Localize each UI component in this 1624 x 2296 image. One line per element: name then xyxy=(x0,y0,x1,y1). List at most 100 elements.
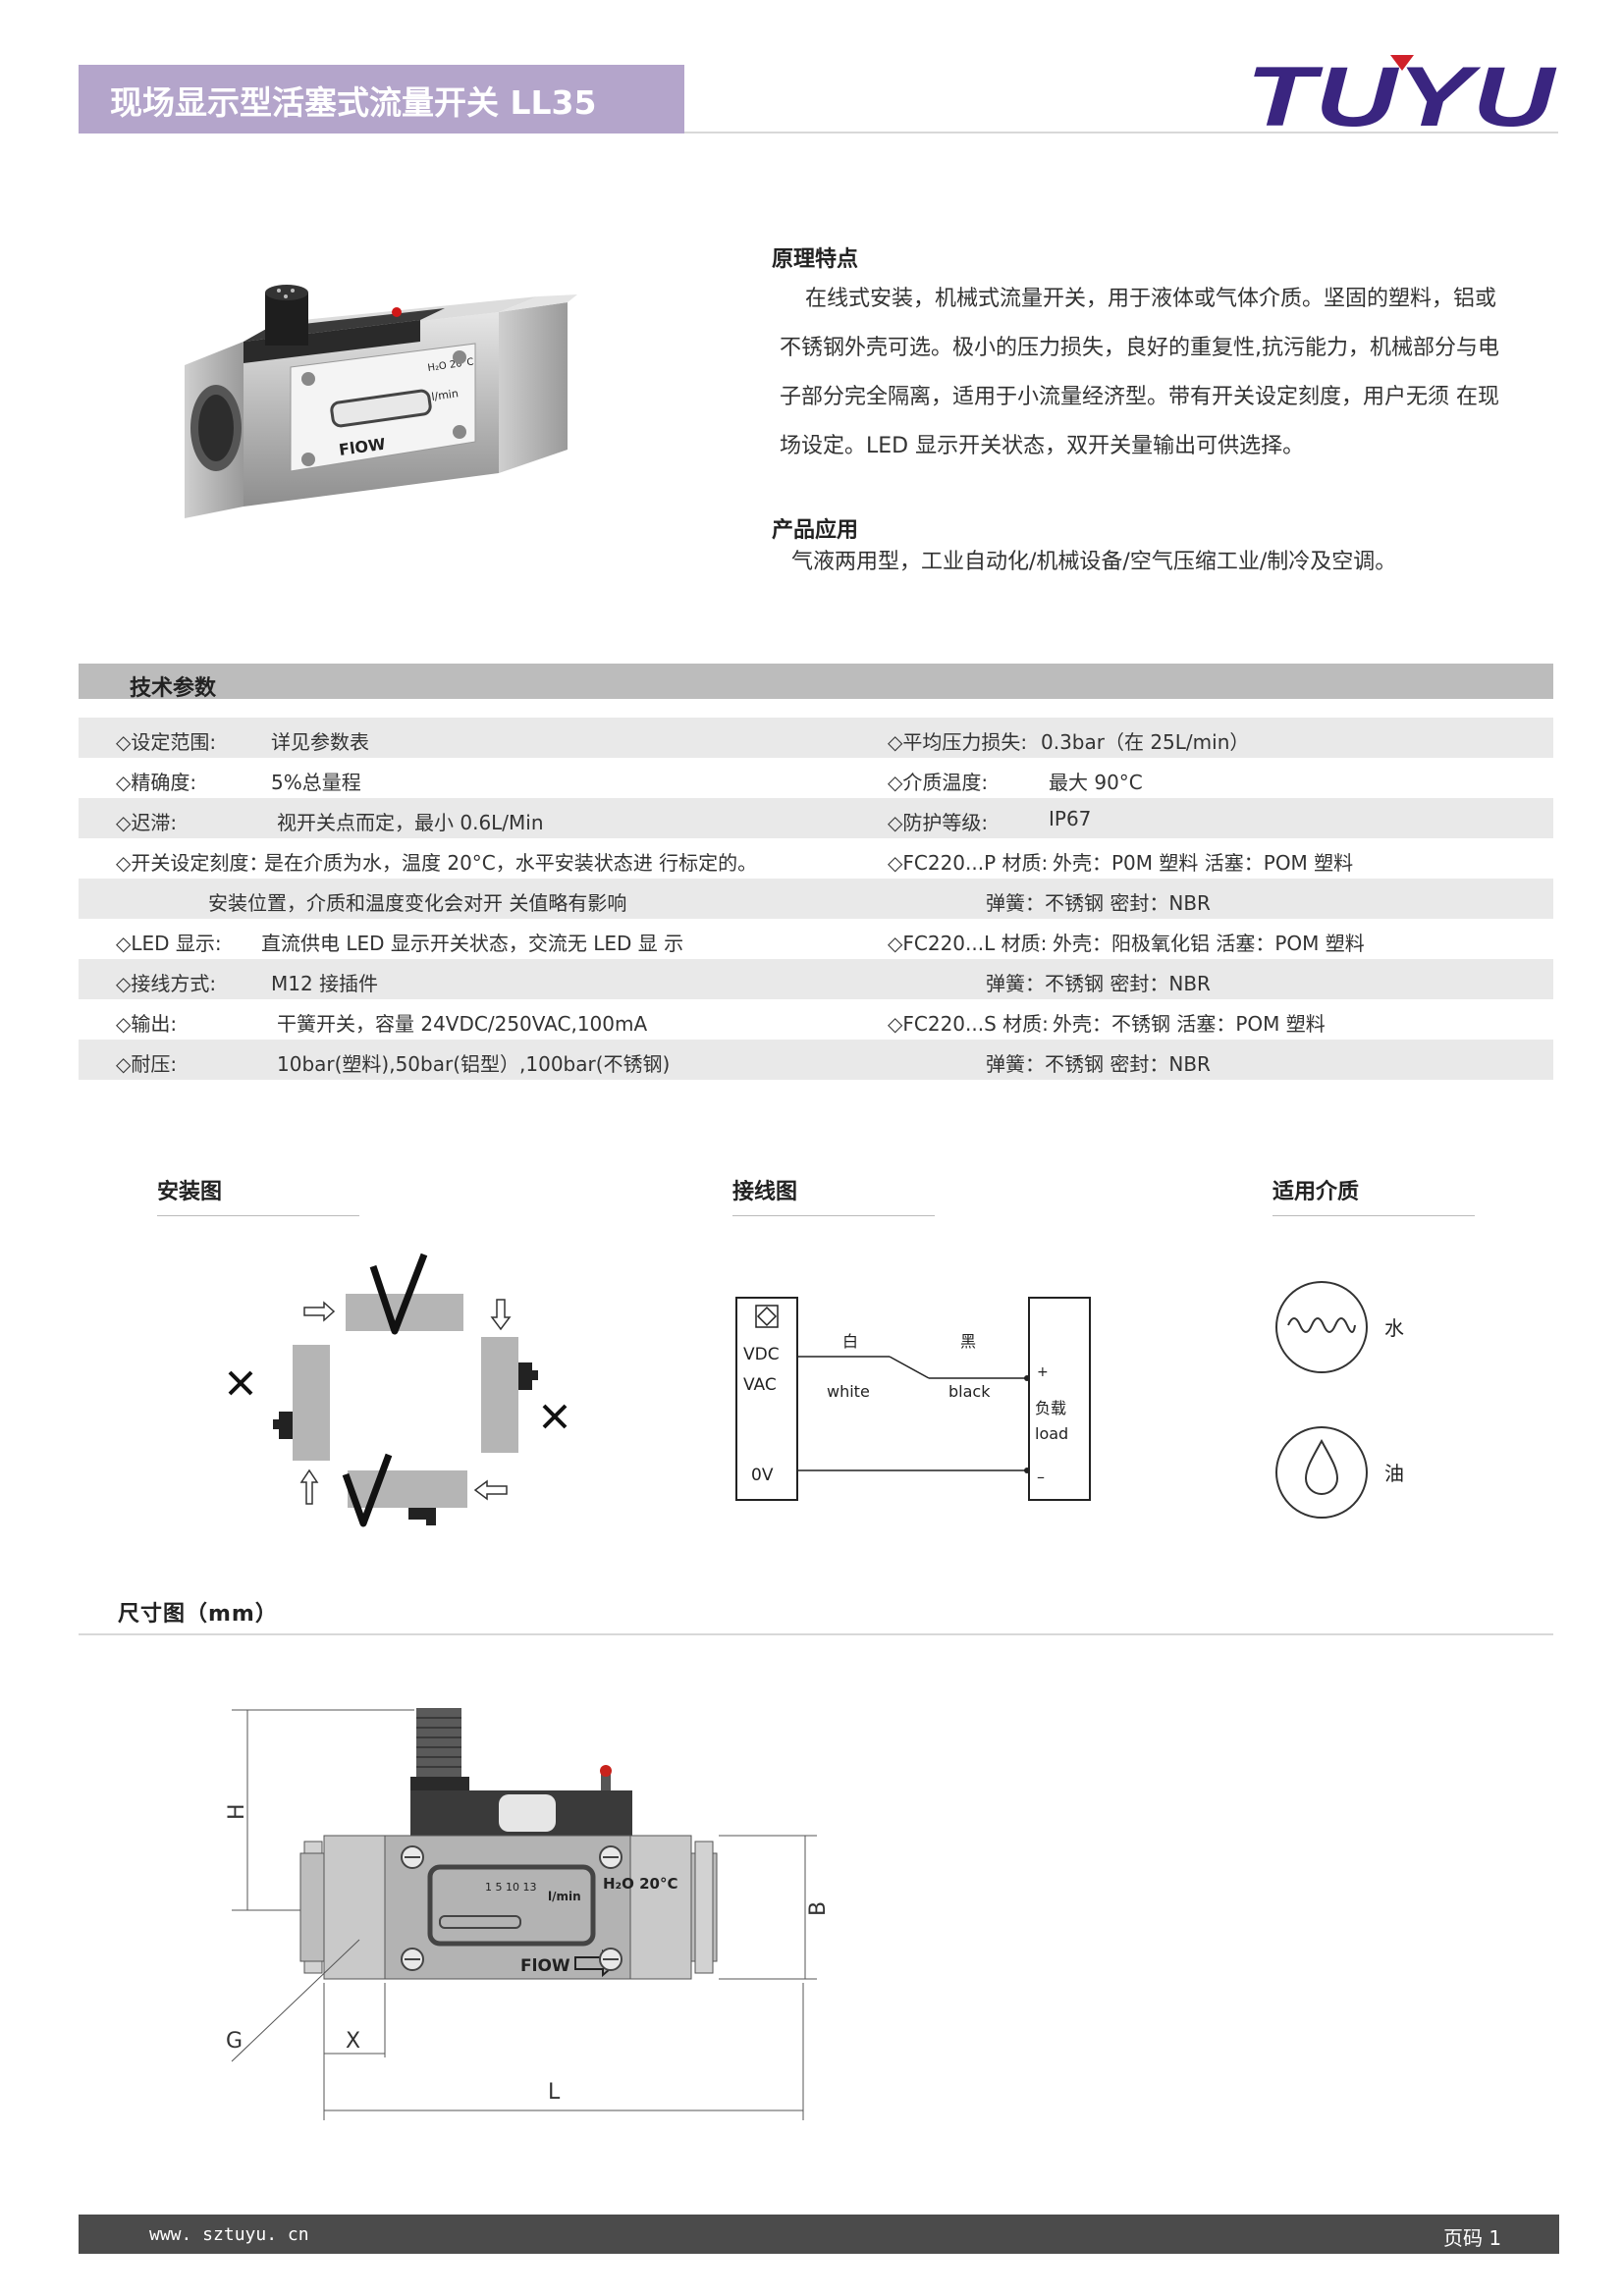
vac-label: VAC xyxy=(743,1375,777,1395)
left-value: 详见参数表 xyxy=(271,730,369,754)
black-cn-label: 黑 xyxy=(960,1332,976,1351)
right-value: 外壳：P0M 塑料 活塞：POM 塑料 xyxy=(1053,851,1354,875)
arrow-up-icon xyxy=(299,1468,319,1505)
scale-window xyxy=(427,1864,596,1947)
dim-h2o-text: H₂O 20°C xyxy=(603,1875,677,1893)
white-cn-label: 白 xyxy=(842,1332,858,1351)
tech-row: 安装位置，介质和温度变化会对开 关值略有影响 弹簧：不锈钢 密封：NBR xyxy=(79,879,1553,919)
title-banner xyxy=(79,65,684,133)
dim-scale-numbers: 1 5 10 13 xyxy=(485,1881,536,1894)
page-title: 现场显示型活塞式流量开关 LL35 xyxy=(110,83,597,122)
dimension-drawing: 1 5 10 13 l/min H₂O 20°C FlOW H B G X L xyxy=(225,1708,831,2120)
switch-contact xyxy=(889,1356,930,1379)
install-body-bottom xyxy=(348,1470,467,1508)
left-value: 是在介质为水，温度 20°C，水平安装状态进 行标定的。 xyxy=(264,851,758,875)
water-label: 水 xyxy=(1384,1316,1404,1340)
black-en-label: black xyxy=(948,1382,991,1401)
right-value: 弹簧：不锈钢 密封：NBR xyxy=(986,1052,1211,1076)
footer-bar xyxy=(79,2215,1559,2254)
install-diagram xyxy=(228,1253,568,1527)
right-value: IP67 xyxy=(1049,807,1092,830)
body xyxy=(384,1835,631,1980)
dim-label-b: B xyxy=(806,1901,831,1916)
header-divider xyxy=(684,132,1558,133)
left-label: ◇LED 显示: xyxy=(116,932,222,955)
top-cap xyxy=(244,320,420,363)
left-label: ◇输出: xyxy=(116,1012,178,1036)
right-value: 弹簧：不锈钢 密封：NBR xyxy=(986,891,1211,915)
right-label: ◇平均压力损失: xyxy=(888,730,1028,754)
right-value: 最大 90°C xyxy=(1049,771,1143,794)
load-box xyxy=(1028,1297,1091,1501)
tech-row: ◇LED 显示: 直流供电 LED 显示开关状态，交流无 LED 显 示 ◇FC… xyxy=(79,919,1553,959)
install-heading: 安装图 xyxy=(157,1180,223,1204)
wiring-diagram: VDC VAC 0V 白 white 黑 black + – 负载 load xyxy=(735,1297,1091,1501)
right-label: ◇FC220...L 材质: xyxy=(888,932,1048,955)
principle-heading: 原理特点 xyxy=(772,247,859,272)
wiring-heading: 接线图 xyxy=(732,1180,798,1204)
left-label: ◇设定范围: xyxy=(116,730,217,754)
left-value: 安装位置，介质和温度变化会对开 关值略有影响 xyxy=(208,891,627,915)
check-mark-icon xyxy=(369,1253,428,1335)
arrow-down-icon xyxy=(490,1299,512,1331)
dimension-heading: 尺寸图（mm） xyxy=(118,1602,278,1627)
left-value: 10bar(塑料),50bar(铝型）,100bar(不锈钢) xyxy=(277,1052,671,1076)
left-value: 直流供电 LED 显示开关状态，交流无 LED 显 示 xyxy=(261,932,684,955)
dim-scale-unit: l/min xyxy=(548,1890,581,1903)
ov-label: 0V xyxy=(751,1466,774,1485)
tech-row: ◇迟滞: 视开关点而定，最小 0.6L/Min ◇防护等级: IP67 xyxy=(79,798,1553,838)
media-diagram: 水 油 xyxy=(1275,1281,1404,1519)
tech-heading: 技术参数 xyxy=(130,676,217,701)
right-fitting xyxy=(499,302,568,473)
dim-label-h: H xyxy=(225,1803,249,1820)
dim-flow-text: FlOW xyxy=(520,1956,570,1976)
load-cn-label: 负载 xyxy=(1035,1399,1066,1417)
dim-label-l: L xyxy=(548,2080,561,2105)
page-number: 页码 1 xyxy=(1443,2226,1502,2250)
cross-mark-icon xyxy=(228,1370,253,1396)
oil-label: 油 xyxy=(1384,1462,1404,1485)
white-en-label: white xyxy=(827,1382,870,1401)
tech-row: ◇耐压: 10bar(塑料),50bar(铝型）,100bar(不锈钢) 弹簧：… xyxy=(79,1040,1553,1080)
right-label: ◇介质温度: xyxy=(888,771,989,794)
water-wave-icon xyxy=(1287,1317,1356,1333)
dimension-divider xyxy=(79,1633,1553,1635)
led-indicator xyxy=(392,307,402,317)
arrow-right-icon xyxy=(303,1301,336,1322)
application-heading: 产品应用 xyxy=(772,518,859,543)
sensor-box xyxy=(735,1297,798,1501)
left-value: 5%总量程 xyxy=(271,771,361,794)
footer-url[interactable]: www. sztuyu. cn xyxy=(149,2224,309,2245)
tech-row: ◇输出: 干簧开关，容量 24VDC/250VAC,100mA ◇FC220..… xyxy=(79,999,1553,1040)
oil-icon-circle xyxy=(1275,1426,1368,1519)
left-value: 干簧开关，容量 24VDC/250VAC,100mA xyxy=(277,1012,648,1036)
check-mark-icon xyxy=(342,1453,393,1527)
m12-connector xyxy=(265,293,308,346)
left-label: ◇精确度: xyxy=(116,771,197,794)
product-photo: l/min H₂O 20°C FlOW xyxy=(185,285,577,518)
media-heading: 适用介质 xyxy=(1272,1180,1360,1204)
right-label: ◇防护等级: xyxy=(888,811,989,834)
cross-mark-icon xyxy=(542,1404,568,1429)
application-text: 气液两用型，工业自动化/机械设备/空气压缩工业/制冷及空调。 xyxy=(791,550,1397,574)
left-label: ◇开关设定刻度： xyxy=(116,851,269,875)
oil-drop-icon xyxy=(1304,1438,1339,1495)
photo-scale-text: l/min xyxy=(431,387,460,403)
dim-label-x: X xyxy=(346,2029,360,2054)
left-value: M12 接插件 xyxy=(271,972,379,995)
tech-row: ◇接线方式: M12 接插件 弹簧：不锈钢 密封：NBR xyxy=(79,959,1553,999)
left-value: 视开关点而定，最小 0.6L/Min xyxy=(277,811,544,834)
left-label: ◇接线方式: xyxy=(116,972,217,995)
media-rule xyxy=(1272,1215,1475,1216)
tuyu-logo: TUYU xyxy=(1246,51,1557,133)
tech-row: ◇精确度: 5%总量程 ◇介质温度: 最大 90°C xyxy=(79,758,1553,798)
principle-text: 在线式安装，机械式流量开关，用于液体或气体介质。坚固的塑料，铝或不锈钢外壳可选。… xyxy=(780,287,1499,458)
dim-label-g: G xyxy=(226,2029,243,2054)
scale-window xyxy=(330,389,432,428)
wiring-rule xyxy=(732,1215,935,1216)
right-value: 0.3bar（在 25L/min） xyxy=(1041,730,1250,754)
install-body-right xyxy=(481,1337,518,1453)
left-label: ◇耐压: xyxy=(116,1052,178,1076)
sensor-symbol-icon xyxy=(756,1306,778,1327)
right-label: ◇FC220...P 材质: xyxy=(888,851,1049,875)
